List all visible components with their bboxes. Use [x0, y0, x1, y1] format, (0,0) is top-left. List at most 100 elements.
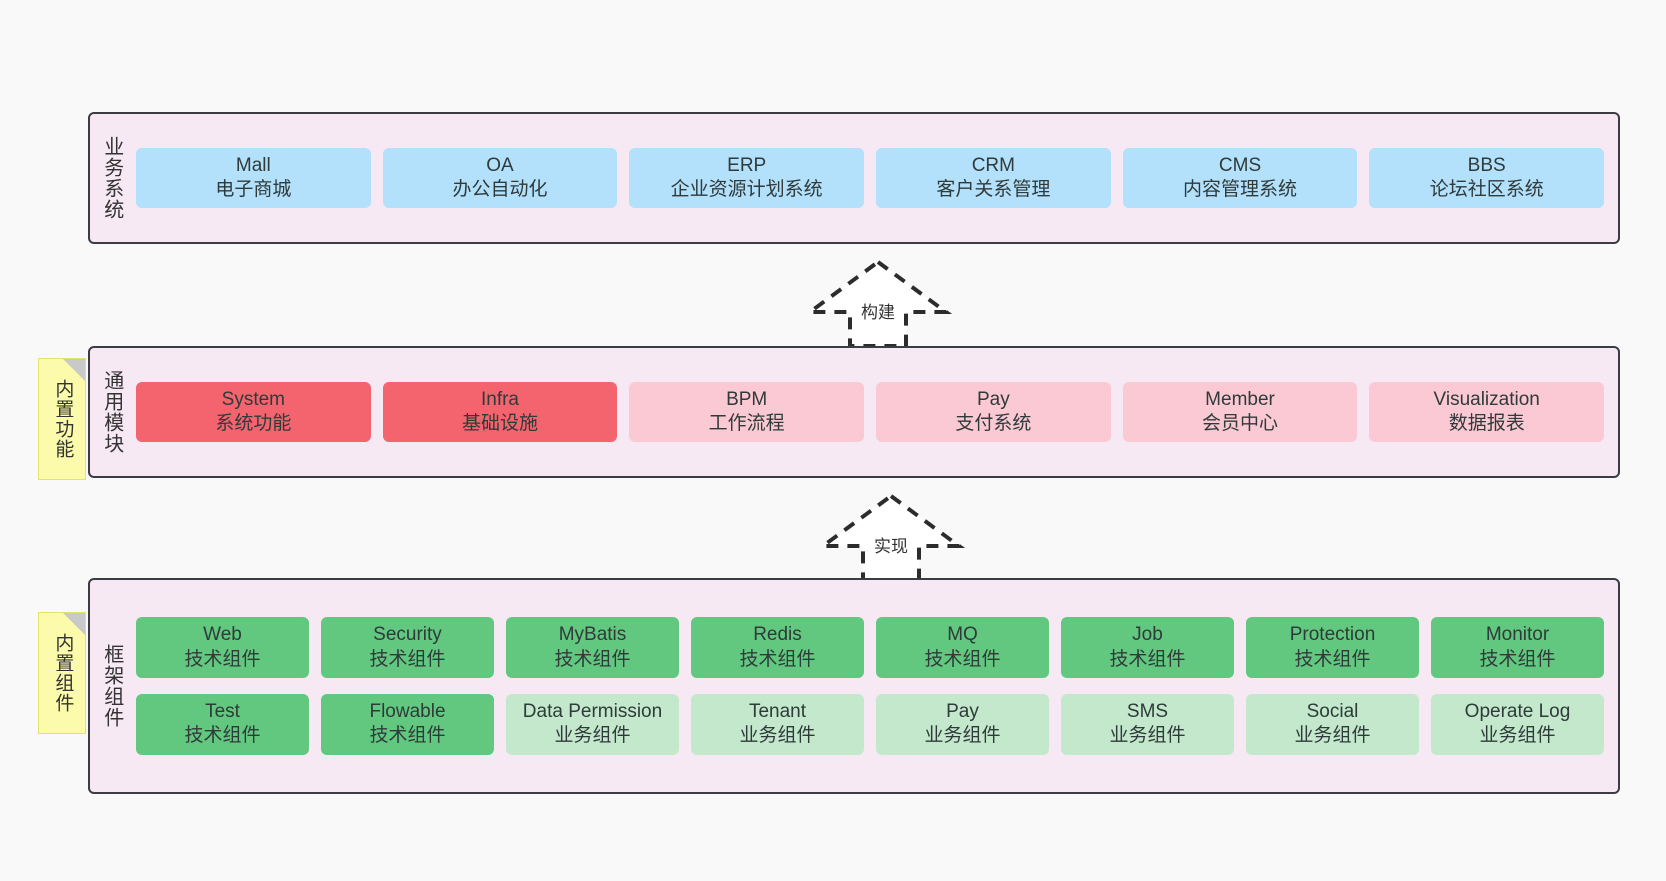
card-pay-component[interactable]: Pay 业务组件	[876, 694, 1049, 755]
card-mybatis-en: MyBatis	[558, 624, 627, 646]
card-web-en: Web	[203, 624, 242, 646]
card-sms[interactable]: SMS 业务组件	[1061, 694, 1234, 755]
card-infra[interactable]: Infra 基础设施	[382, 381, 618, 443]
card-visualization-en: Visualization	[1433, 388, 1540, 410]
card-erp[interactable]: ERP 企业资源计划系统	[629, 147, 865, 209]
card-sms-cn: 业务组件	[1109, 725, 1186, 747]
card-data-permission-cn: 业务组件	[554, 724, 631, 746]
card-security-cn: 技术组件	[369, 648, 446, 670]
card-flowable[interactable]: Flowable 技术组件	[321, 694, 494, 755]
card-system[interactable]: System 系统功能	[136, 381, 371, 443]
card-member-cn: 会员中心	[1202, 413, 1279, 434]
card-bpm[interactable]: BPM 工作流程	[629, 381, 865, 443]
card-social[interactable]: Social 业务组件	[1246, 694, 1419, 755]
card-erp-cn: 企业资源计划系统	[670, 179, 823, 200]
card-cms-cn: 内容管理系统	[1183, 179, 1298, 200]
card-oa[interactable]: OA 办公自动化	[382, 147, 618, 209]
card-visualization[interactable]: Visualization 数据报表	[1369, 381, 1605, 443]
card-bbs-en: BBS	[1467, 154, 1506, 176]
card-mybatis-cn: 技术组件	[554, 648, 631, 670]
card-web-cn: 技术组件	[184, 648, 261, 670]
common-card-list: System 系统功能 Infra 基础设施 BPM 工作流程 Pay 支付系统…	[132, 348, 1618, 476]
card-web[interactable]: Web 技术组件	[136, 617, 309, 678]
card-test-cn: 技术组件	[184, 725, 261, 747]
layer-common-title: 通用模块	[100, 370, 123, 454]
card-infra-en: Infra	[480, 388, 520, 410]
card-bpm-cn: 工作流程	[708, 413, 785, 434]
layer-framework-components: 框架组件 Web 技术组件 Security 技术组件 MyBatis 技术组件…	[88, 578, 1620, 794]
card-member-en: Member	[1205, 388, 1275, 410]
framework-row-business: Test 技术组件 Flowable 技术组件 Data Permission …	[136, 694, 1604, 755]
card-operate-log-en: Operate Log	[1464, 701, 1571, 722]
framework-card-grid: Web 技术组件 Security 技术组件 MyBatis 技术组件 Redi…	[132, 580, 1618, 792]
card-pay-component-en: Pay	[946, 701, 979, 722]
card-tenant[interactable]: Tenant 业务组件	[691, 694, 864, 755]
card-oa-cn: 办公自动化	[452, 179, 548, 200]
framework-row-technical: Web 技术组件 Security 技术组件 MyBatis 技术组件 Redi…	[136, 617, 1604, 678]
business-card-list: Mall 电子商城 OA 办公自动化 ERP 企业资源计划系统 CRM 客户关系…	[132, 114, 1618, 242]
card-mq-cn: 技术组件	[924, 648, 1001, 670]
implement-arrow-shape	[816, 493, 966, 582]
card-crm-en: CRM	[971, 154, 1015, 176]
card-redis-en: Redis	[753, 624, 802, 646]
card-mq[interactable]: MQ 技术组件	[876, 617, 1049, 678]
card-test[interactable]: Test 技术组件	[136, 694, 309, 755]
card-mybatis[interactable]: MyBatis 技术组件	[506, 617, 679, 678]
card-bbs-cn: 论坛社区系统	[1429, 179, 1544, 200]
card-crm-cn: 客户关系管理	[936, 179, 1051, 200]
card-mq-en: MQ	[947, 624, 978, 646]
card-pay-module-cn: 支付系统	[955, 413, 1032, 434]
card-protection-en: Protection	[1289, 624, 1376, 646]
generalization-arrow-implement: 实现	[816, 492, 966, 584]
card-pay-component-cn: 业务组件	[924, 725, 1001, 747]
card-mall-cn: 电子商城	[215, 179, 292, 200]
card-mall-en: Mall	[235, 154, 271, 176]
card-sms-en: SMS	[1126, 701, 1169, 722]
card-job-cn: 技术组件	[1109, 648, 1186, 670]
card-security-en: Security	[373, 624, 442, 646]
card-protection-cn: 技术组件	[1294, 648, 1371, 670]
card-cms[interactable]: CMS 内容管理系统	[1122, 147, 1358, 209]
card-crm[interactable]: CRM 客户关系管理	[876, 147, 1111, 209]
generalization-arrow-build: 构建	[803, 258, 953, 350]
card-monitor-cn: 技术组件	[1479, 648, 1556, 670]
card-mall[interactable]: Mall 电子商城	[136, 147, 371, 209]
card-infra-cn: 基础设施	[462, 413, 539, 434]
card-bbs[interactable]: BBS 论坛社区系统	[1369, 147, 1605, 209]
card-tenant-en: Tenant	[748, 701, 807, 722]
sticky-note-builtin-features: 内置功能	[38, 358, 86, 480]
card-data-permission-en: Data Permission	[522, 700, 663, 722]
card-test-en: Test	[205, 701, 240, 722]
card-visualization-cn: 数据报表	[1448, 413, 1525, 434]
card-monitor[interactable]: Monitor 技术组件	[1431, 617, 1604, 678]
card-job[interactable]: Job 技术组件	[1061, 617, 1234, 678]
card-flowable-en: Flowable	[369, 701, 446, 722]
card-tenant-cn: 业务组件	[739, 725, 816, 747]
card-oa-en: OA	[486, 154, 514, 176]
card-monitor-en: Monitor	[1485, 624, 1550, 646]
card-cms-en: CMS	[1218, 154, 1262, 176]
card-operate-log[interactable]: Operate Log 业务组件	[1431, 694, 1604, 755]
layer-business-title: 业务系统	[100, 136, 123, 220]
card-bpm-en: BPM	[726, 388, 768, 410]
card-member[interactable]: Member 会员中心	[1122, 381, 1358, 443]
build-arrow-label: 构建	[861, 303, 895, 322]
sticky-fold-corner-icon-2	[63, 613, 85, 635]
card-pay-module-en: Pay	[976, 388, 1010, 410]
card-social-cn: 业务组件	[1294, 725, 1371, 747]
card-pay-module[interactable]: Pay 支付系统	[876, 381, 1111, 443]
layer-common-modules: 通用模块 System 系统功能 Infra 基础设施 BPM 工作流程 Pay…	[88, 346, 1620, 478]
card-protection[interactable]: Protection 技术组件	[1246, 617, 1419, 678]
card-social-en: Social	[1306, 701, 1359, 722]
card-system-cn: 系统功能	[215, 413, 292, 434]
card-security[interactable]: Security 技术组件	[321, 617, 494, 678]
build-arrow-shape	[803, 259, 953, 348]
card-operate-log-cn: 业务组件	[1479, 725, 1556, 747]
implement-arrow-label: 实现	[874, 537, 908, 556]
card-data-permission[interactable]: Data Permission 业务组件	[506, 694, 679, 755]
sticky-note-builtin-components: 内置组件	[38, 612, 86, 734]
sticky-fold-corner-icon	[63, 359, 85, 381]
card-flowable-cn: 技术组件	[369, 725, 446, 747]
card-redis[interactable]: Redis 技术组件	[691, 617, 864, 678]
layer-business-systems: 业务系统 Mall 电子商城 OA 办公自动化 ERP 企业资源计划系统 CRM…	[88, 112, 1620, 244]
